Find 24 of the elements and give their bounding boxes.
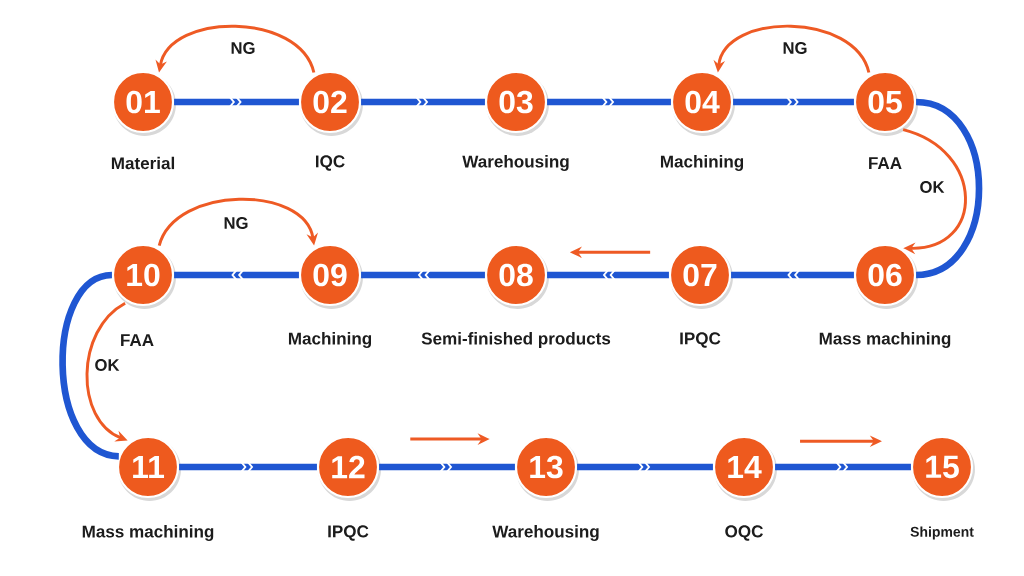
node-caption: Material: [111, 156, 175, 170]
node-caption: IQC: [316, 155, 345, 171]
node-caption: Mass machining: [82, 525, 214, 541]
edge-label: OK: [917, 179, 947, 195]
edge-label: OK: [92, 357, 122, 373]
node-caption: IPQC: [680, 332, 721, 348]
node-caption: Shipment: [910, 526, 974, 540]
flow-curve: [915, 98, 983, 279]
curved-arrow: [902, 128, 967, 255]
node-caption: Mass machining: [819, 332, 951, 348]
node-caption: IPQC: [328, 525, 369, 541]
node-caption: Machining: [288, 332, 372, 348]
edge-label: NG: [221, 215, 251, 231]
node-caption: Warehousing: [462, 155, 569, 171]
node-caption: Machining: [660, 155, 744, 171]
edge-label: NG: [228, 40, 258, 56]
node-caption: FAA: [121, 334, 154, 346]
node-caption: FAA: [869, 157, 902, 169]
node-caption: OQC: [725, 525, 763, 541]
curved-arrow: [157, 197, 318, 247]
flow-curve: [59, 271, 120, 460]
node-caption: Semi-finished products: [421, 332, 611, 348]
edge-label: NG: [780, 40, 810, 56]
node-caption: Warehousing: [492, 525, 599, 541]
